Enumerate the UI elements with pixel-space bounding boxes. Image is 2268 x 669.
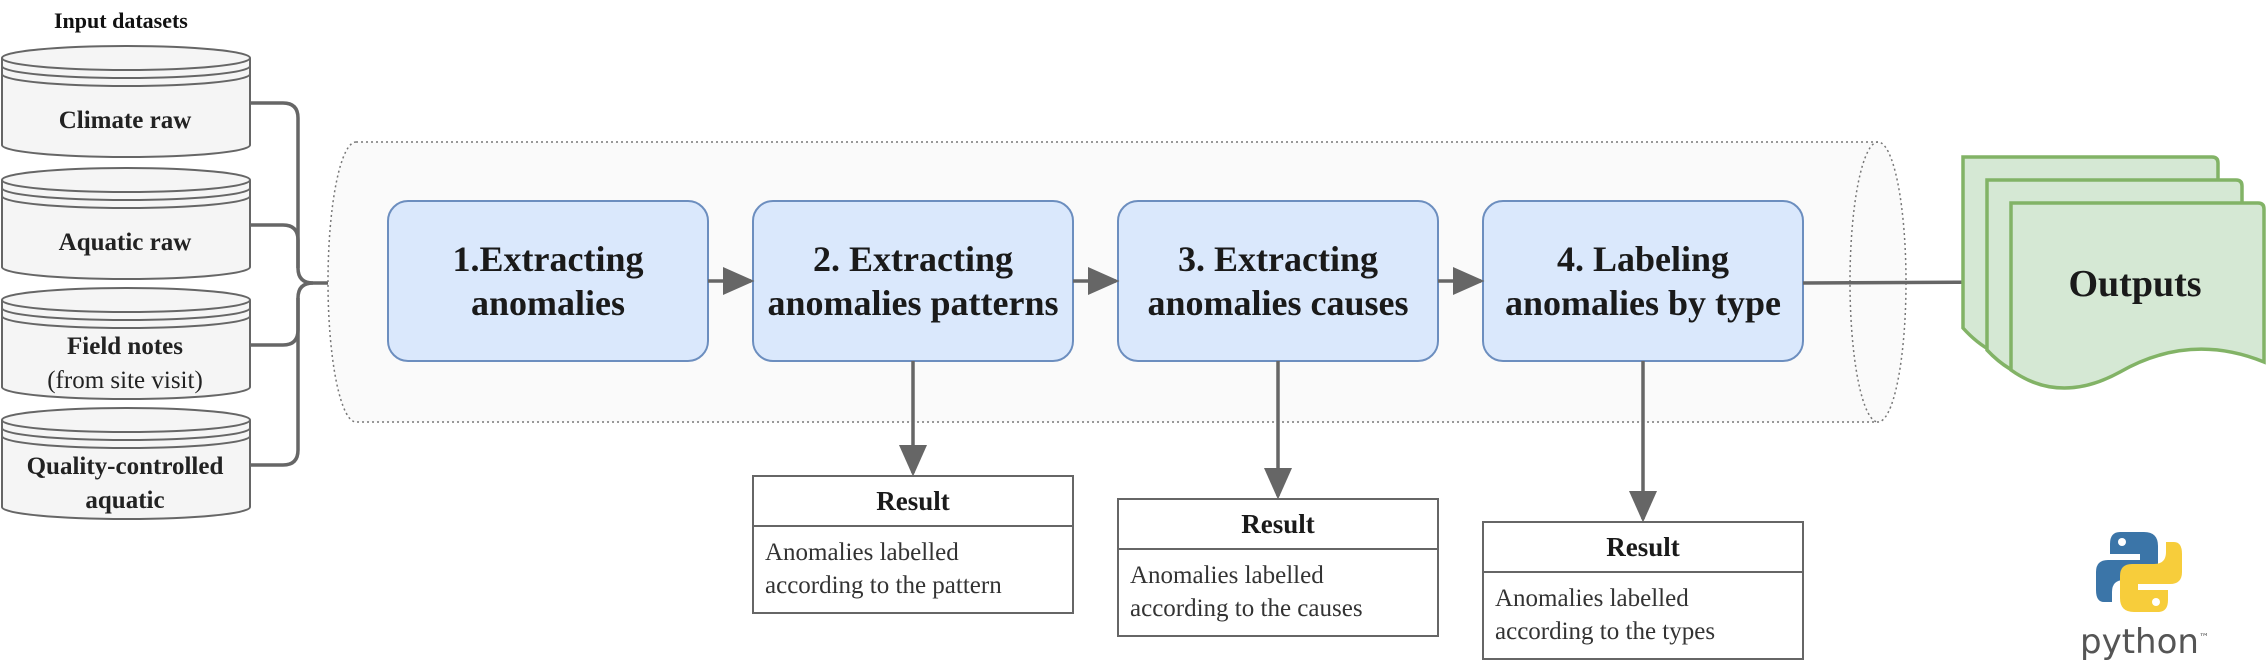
- db-label-aquatic-raw: Aquatic raw: [58, 229, 192, 256]
- python-logo-icon: [2096, 532, 2182, 612]
- db-label-field-notes: Field notes (from site visit): [47, 333, 203, 394]
- outputs-documents: [1961, 155, 2266, 390]
- input-connectors: [250, 101, 390, 467]
- python-wordmark: python™: [2080, 622, 2209, 662]
- step-boxes: [387, 200, 1804, 362]
- result-1-title: Result: [876, 485, 950, 516]
- result-2-title: Result: [1241, 508, 1315, 539]
- result-box-1: [752, 475, 1074, 614]
- result-arrows: [899, 361, 1657, 523]
- db-climate-raw: [1, 45, 251, 158]
- result-boxes: [752, 475, 1804, 660]
- db-field-notes: [1, 287, 251, 400]
- db-label-climate-raw: Climate raw: [58, 107, 192, 134]
- result-box-2: [1117, 498, 1439, 637]
- outputs-label: Outputs: [2068, 263, 2202, 305]
- db-aquatic-raw: [1, 167, 251, 280]
- result-box-3: [1482, 521, 1804, 660]
- result-3-title: Result: [1606, 531, 1680, 562]
- input-datasets: [1, 45, 251, 520]
- input-datasets-title: Input datasets: [54, 8, 188, 33]
- db-quality-controlled-aquatic: [1, 407, 251, 520]
- db-label-quality-controlled: Quality-controlled aquatic: [26, 453, 224, 514]
